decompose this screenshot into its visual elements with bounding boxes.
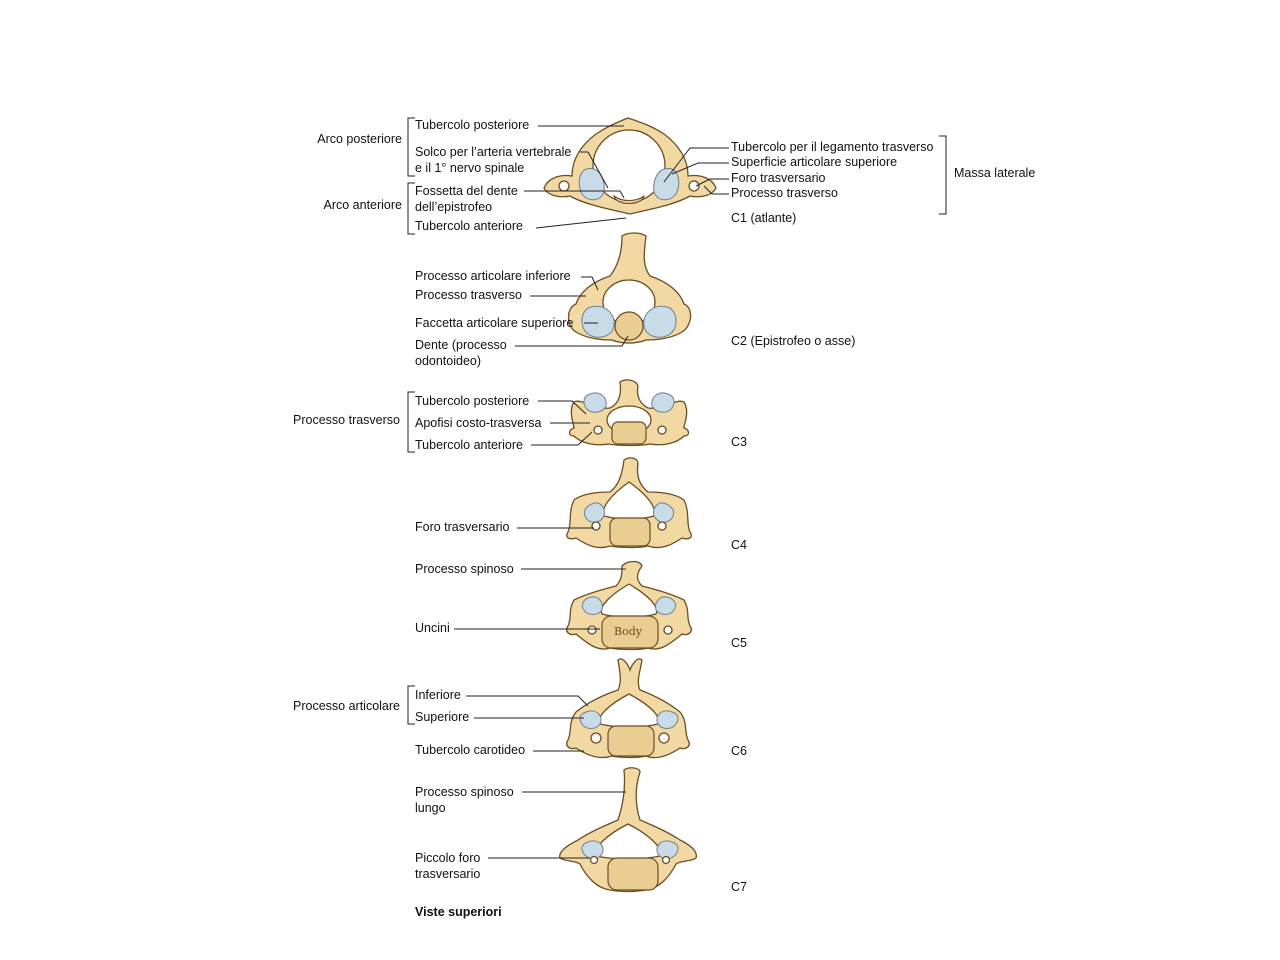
vertebra-c1-illustration (543, 117, 717, 215)
label-c1-dens-fovea-line1: Fossetta del dente (415, 184, 518, 198)
vertebra-c4-illustration (566, 457, 692, 549)
level-label-c5: C5 (731, 636, 747, 650)
label-c1-dens-fovea-line2: dell’epistrofeo (415, 200, 493, 214)
level-label-c4: C4 (731, 538, 747, 552)
group-label-c3-transverse-process: Processo trasverso (293, 413, 400, 427)
label-c6-superior: Superiore (415, 710, 470, 724)
figure-caption: Viste superiori (415, 905, 502, 919)
label-c2-inferior-articular-process: Processo articolare inferiore (415, 269, 571, 283)
label-c1-transverse-foramen: Foro trasversario (731, 171, 826, 185)
label-c3-anterior-tubercle: Tubercolo anteriore (415, 438, 523, 452)
vertebra-c7-illustration (559, 767, 698, 893)
label-c7-long-spinous-line1: Processo spinoso (415, 785, 514, 799)
label-c3-posterior-tubercle: Tubercolo posteriore (415, 394, 530, 408)
label-c6-inferior: Inferiore (415, 688, 461, 702)
label-c1-anterior-tubercle: Tubercolo anteriore (415, 219, 523, 233)
vertebra-c6-illustration (566, 658, 690, 759)
group-label-posterior-arch: Arco posteriore (317, 132, 402, 146)
level-label-c6: C6 (731, 744, 747, 758)
group-label-c6-articular-process: Processo articolare (293, 699, 400, 713)
label-c3-costotransverse: Apofisi costo-trasversa (415, 416, 542, 430)
label-c1-posterior-tubercle: Tubercolo posteriore (415, 118, 530, 132)
vertebra-c5-illustration (566, 560, 692, 651)
group-label-lateral-mass: Massa laterale (954, 166, 1036, 180)
label-c7-long-spinous-line2: lungo (415, 801, 446, 815)
label-c7-small-foramen-line2: trasversario (415, 867, 481, 881)
label-c2-superior-articular-facet: Faccetta articolare superiore (415, 316, 574, 330)
c5-body-inscription: Body (614, 625, 642, 638)
label-c2-transverse-process: Processo trasverso (415, 288, 522, 302)
label-c4-transverse-foramen: Foro trasversario (415, 520, 510, 534)
vertebra-c2-illustration (567, 232, 692, 344)
label-c7-small-foramen-line1: Piccolo foro (415, 851, 481, 865)
label-c1-superior-articular-surface: Superficie articolare superiore (731, 155, 898, 169)
level-label-c1: C1 (atlante) (731, 211, 797, 225)
label-c1-groove-line2: e il 1° nervo spinale (415, 161, 525, 175)
level-label-c3: C3 (731, 435, 747, 449)
label-c6-carotid-tubercle: Tubercolo carotideo (415, 743, 526, 757)
level-label-c7: C7 (731, 880, 747, 894)
label-c1-transverse-process: Processo trasverso (731, 186, 838, 200)
label-c2-dens-line1: Dente (processo (415, 338, 507, 352)
label-c1-groove-line1: Solco per l’arteria vertebrale (415, 145, 572, 159)
label-c2-dens-line2: odontoideo) (415, 354, 482, 368)
label-c1-transverse-ligament-tubercle: Tubercolo per il legamento trasverso (731, 140, 934, 154)
level-label-c2: C2 (Epistrofeo o asse) (731, 334, 856, 348)
vertebra-c3-illustration (568, 379, 690, 447)
label-c5-spinous-process: Processo spinoso (415, 562, 514, 576)
label-c5-uncini: Uncini (415, 621, 450, 635)
group-label-anterior-arch: Arco anteriore (323, 198, 402, 212)
